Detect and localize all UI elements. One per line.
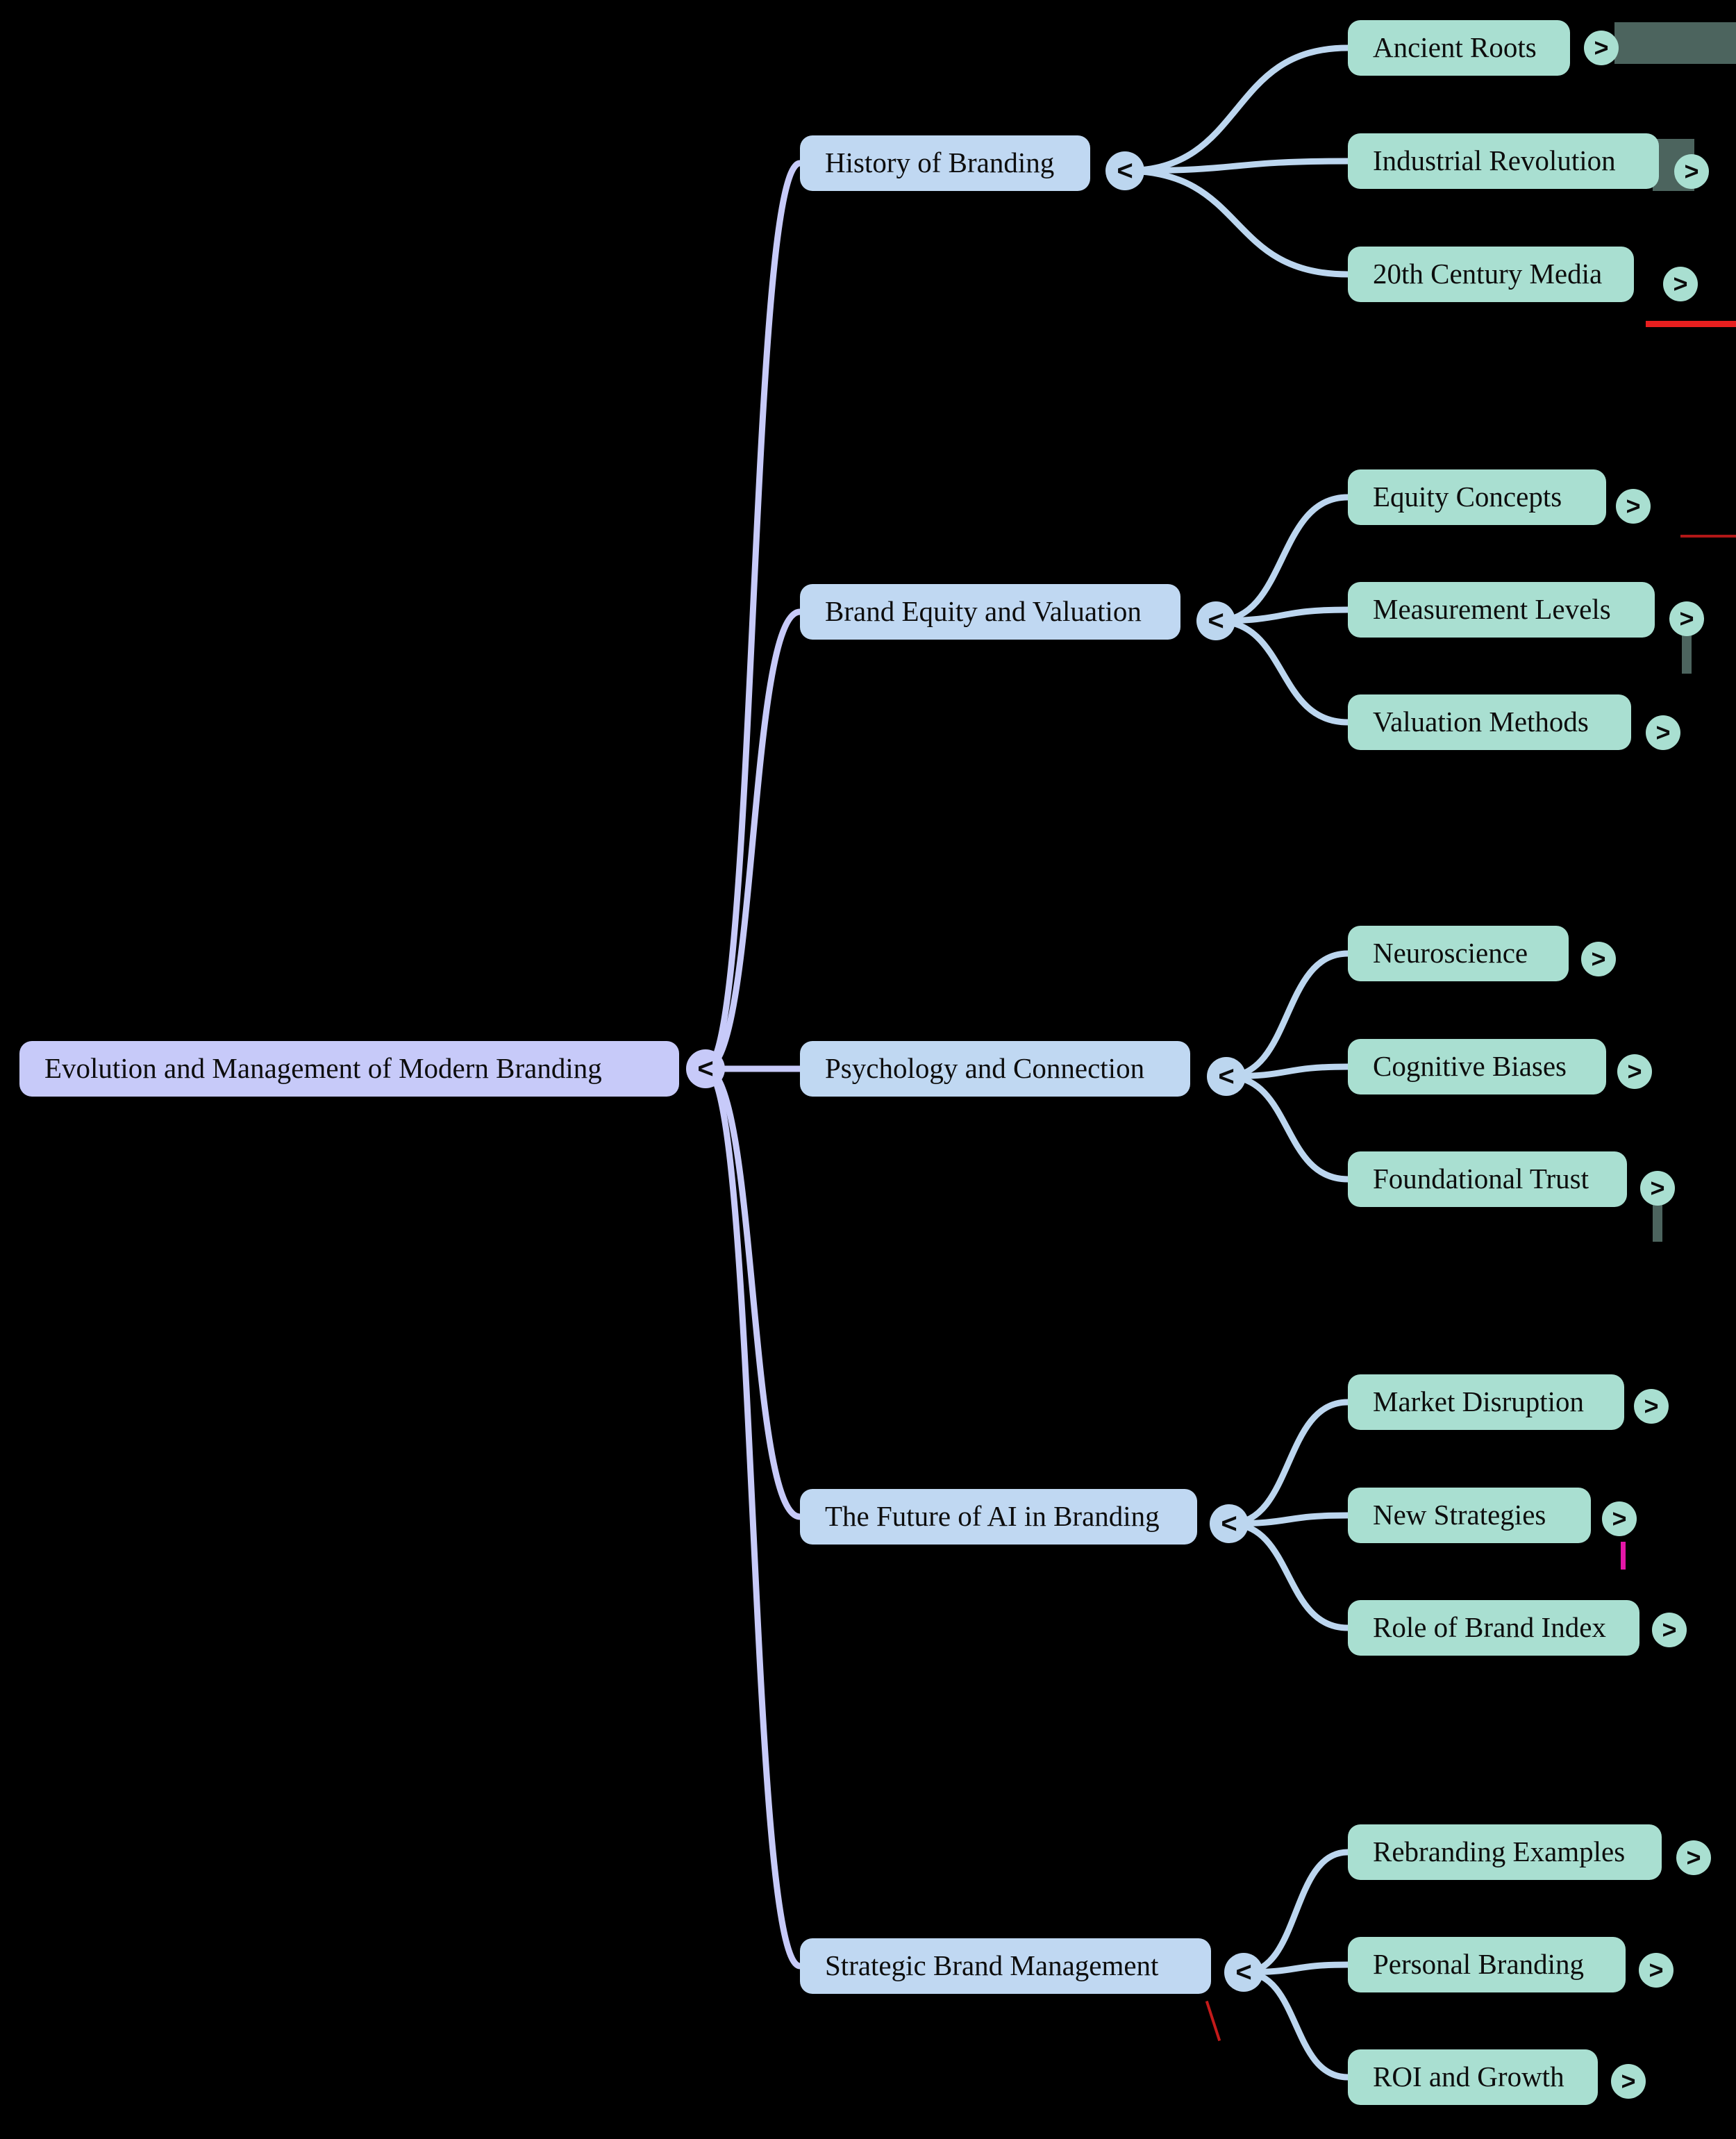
chevron-right-icon: > <box>1649 1956 1664 1984</box>
chevron-left-icon: < <box>1117 155 1133 186</box>
node-leaf-valuation-methods-label: Valuation Methods <box>1373 706 1589 738</box>
node-leaf-equity-concepts[interactable]: Equity Concepts <box>1348 469 1606 525</box>
node-leaf-new-strategies-label: New Strategies <box>1373 1499 1546 1531</box>
chevron-left-icon: < <box>1218 1060 1235 1092</box>
node-branch-history-of-branding[interactable]: History of Branding <box>800 135 1090 191</box>
toggle-leaf-roi-and-growth[interactable]: > <box>1611 2064 1646 2099</box>
node-leaf-measurement-levels[interactable]: Measurement Levels <box>1348 582 1655 638</box>
toggle-branch-the-future-of-ai-in-branding[interactable]: < <box>1210 1504 1249 1543</box>
toggle-leaf-new-strategies[interactable]: > <box>1602 1501 1637 1536</box>
node-branch-the-future-of-ai-in-branding[interactable]: The Future of AI in Branding <box>800 1489 1197 1545</box>
node-leaf-foundational-trust[interactable]: Foundational Trust <box>1348 1151 1627 1207</box>
chevron-right-icon: > <box>1594 33 1609 62</box>
chevron-right-icon: > <box>1591 944 1606 973</box>
chevron-right-icon: > <box>1679 604 1694 633</box>
chevron-right-icon: > <box>1673 269 1688 298</box>
chevron-right-icon: > <box>1626 492 1641 520</box>
node-leaf-rebranding-examples[interactable]: Rebranding Examples <box>1348 1824 1662 1880</box>
node-branch-history-of-branding-label: History of Branding <box>825 147 1055 179</box>
node-leaf-personal-branding-label: Personal Branding <box>1373 1948 1585 1981</box>
node-leaf-rebranding-examples-label: Rebranding Examples <box>1373 1836 1626 1868</box>
render-artifact-red-line-top <box>1646 321 1736 327</box>
toggle-leaf-personal-branding[interactable]: > <box>1639 1953 1674 1988</box>
node-leaf-roi-and-growth-label: ROI and Growth <box>1373 2061 1564 2093</box>
node-leaf-cognitive-biases[interactable]: Cognitive Biases <box>1348 1039 1606 1095</box>
toggle-branch-brand-equity-and-valuation[interactable]: < <box>1196 601 1235 640</box>
chevron-right-icon: > <box>1655 718 1671 747</box>
node-root-label: Evolution and Management of Modern Brand… <box>44 1052 602 1085</box>
node-leaf-new-strategies[interactable]: New Strategies <box>1348 1488 1591 1543</box>
node-branch-strategic-brand-management-label: Strategic Brand Management <box>825 1949 1159 1982</box>
chevron-right-icon: > <box>1662 1615 1677 1644</box>
render-artifact-ghost-top <box>1614 22 1736 64</box>
node-leaf-role-of-brand-index-label: Role of Brand Index <box>1373 1611 1606 1644</box>
toggle-leaf-equity-concepts[interactable]: > <box>1616 489 1651 524</box>
toggle-branch-psychology-and-connection[interactable]: < <box>1207 1057 1246 1096</box>
chevron-right-icon: > <box>1612 1504 1627 1533</box>
node-leaf-market-disruption-label: Market Disruption <box>1373 1385 1585 1418</box>
node-leaf-role-of-brand-index[interactable]: Role of Brand Index <box>1348 1600 1639 1656</box>
toggle-leaf-ancient-roots[interactable]: > <box>1584 31 1619 65</box>
render-artifact-red-line-equity <box>1680 535 1736 538</box>
chevron-right-icon: > <box>1644 1392 1659 1420</box>
node-leaf-personal-branding[interactable]: Personal Branding <box>1348 1937 1626 1992</box>
toggle-branch-history-of-branding[interactable]: < <box>1105 151 1144 190</box>
toggle-root[interactable]: < <box>686 1049 725 1088</box>
toggle-leaf-cognitive-biases[interactable]: > <box>1617 1054 1652 1089</box>
toggle-leaf-market-disruption[interactable]: > <box>1634 1389 1669 1424</box>
chevron-left-icon: < <box>697 1053 714 1084</box>
toggle-leaf-rebranding-examples[interactable]: > <box>1676 1840 1711 1875</box>
chevron-right-icon: > <box>1650 1174 1665 1202</box>
toggle-leaf-industrial-revolution[interactable]: > <box>1674 154 1709 189</box>
node-leaf-neuroscience-label: Neuroscience <box>1373 937 1528 969</box>
node-leaf-foundational-trust-label: Foundational Trust <box>1373 1163 1589 1195</box>
chevron-right-icon: > <box>1684 157 1699 185</box>
toggle-leaf-foundational-trust[interactable]: > <box>1640 1171 1675 1206</box>
chevron-right-icon: > <box>1627 1057 1642 1085</box>
node-branch-psychology-and-connection-label: Psychology and Connection <box>825 1052 1145 1085</box>
chevron-right-icon: > <box>1686 1843 1701 1872</box>
node-branch-the-future-of-ai-in-branding-label: The Future of AI in Branding <box>825 1500 1160 1533</box>
render-artifact-red-line-strategic <box>1205 2000 1221 2042</box>
node-leaf-industrial-revolution-label: Industrial Revolution <box>1373 144 1616 177</box>
chevron-left-icon: < <box>1235 1956 1252 1988</box>
node-leaf-20th-century-media[interactable]: 20th Century Media <box>1348 247 1634 302</box>
toggle-leaf-role-of-brand-index[interactable]: > <box>1652 1613 1687 1647</box>
node-leaf-roi-and-growth[interactable]: ROI and Growth <box>1348 2049 1598 2105</box>
node-leaf-valuation-methods[interactable]: Valuation Methods <box>1348 694 1631 750</box>
toggle-leaf-neuroscience[interactable]: > <box>1581 942 1616 976</box>
node-leaf-neuroscience[interactable]: Neuroscience <box>1348 926 1569 981</box>
node-leaf-market-disruption[interactable]: Market Disruption <box>1348 1374 1624 1430</box>
node-branch-psychology-and-connection[interactable]: Psychology and Connection <box>800 1041 1190 1097</box>
chevron-left-icon: < <box>1208 605 1224 636</box>
node-leaf-equity-concepts-label: Equity Concepts <box>1373 481 1562 513</box>
node-branch-strategic-brand-management[interactable]: Strategic Brand Management <box>800 1938 1211 1994</box>
chevron-right-icon: > <box>1621 2067 1636 2095</box>
chevron-left-icon: < <box>1221 1508 1237 1539</box>
node-branch-brand-equity-and-valuation[interactable]: Brand Equity and Valuation <box>800 584 1180 640</box>
node-leaf-measurement-levels-label: Measurement Levels <box>1373 593 1611 626</box>
node-leaf-industrial-revolution[interactable]: Industrial Revolution <box>1348 133 1659 189</box>
node-leaf-20th-century-media-label: 20th Century Media <box>1373 258 1603 290</box>
node-leaf-ancient-roots-label: Ancient Roots <box>1373 31 1537 64</box>
toggle-leaf-measurement-levels[interactable]: > <box>1669 601 1704 636</box>
node-branch-brand-equity-and-valuation-label: Brand Equity and Valuation <box>825 595 1142 628</box>
node-root[interactable]: Evolution and Management of Modern Brand… <box>19 1041 679 1097</box>
node-leaf-ancient-roots[interactable]: Ancient Roots <box>1348 20 1570 76</box>
toggle-leaf-20th-century-media[interactable]: > <box>1663 267 1698 301</box>
toggle-branch-strategic-brand-management[interactable]: < <box>1224 1953 1263 1992</box>
toggle-leaf-valuation-methods[interactable]: > <box>1646 715 1680 750</box>
render-artifact-magenta-line <box>1621 1542 1626 1570</box>
node-leaf-cognitive-biases-label: Cognitive Biases <box>1373 1050 1567 1083</box>
